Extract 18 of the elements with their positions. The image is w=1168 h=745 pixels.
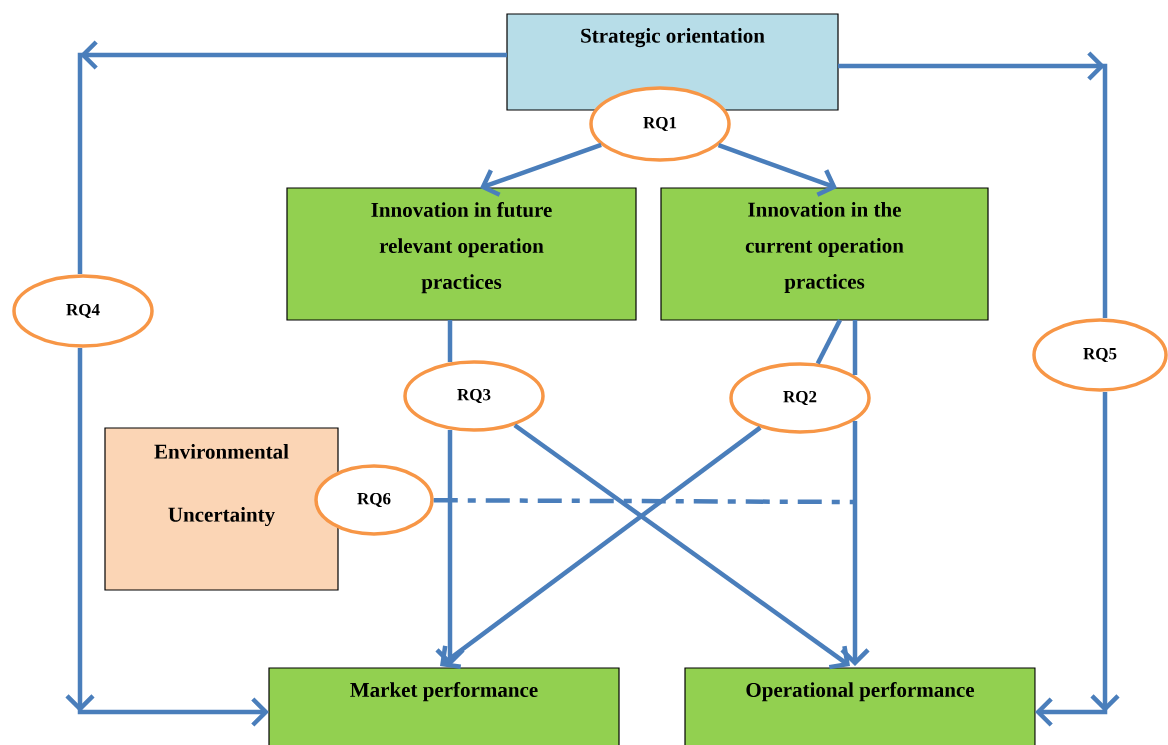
concept-box: Strategic orientation	[506, 13, 839, 111]
concept-box: Innovation in future relevant operation practices	[286, 187, 637, 321]
arrow	[65, 348, 269, 727]
connector-line	[815, 319, 842, 365]
arrow	[435, 430, 465, 666]
arrow	[440, 425, 762, 669]
dash-dot-line	[433, 498, 856, 505]
concept-box: Innovation in the current operation practices	[660, 187, 989, 321]
arrow	[840, 421, 870, 666]
concept-box: Operational performance	[684, 667, 1036, 745]
arrow	[480, 142, 602, 197]
connector-line	[852, 320, 858, 375]
concept-box: Environmental Uncertainty	[104, 427, 339, 591]
arrow	[513, 423, 850, 670]
arrow	[1035, 392, 1120, 727]
concept-box: Market performance	[268, 667, 620, 745]
connector-line	[447, 320, 453, 362]
arrow	[717, 143, 837, 197]
